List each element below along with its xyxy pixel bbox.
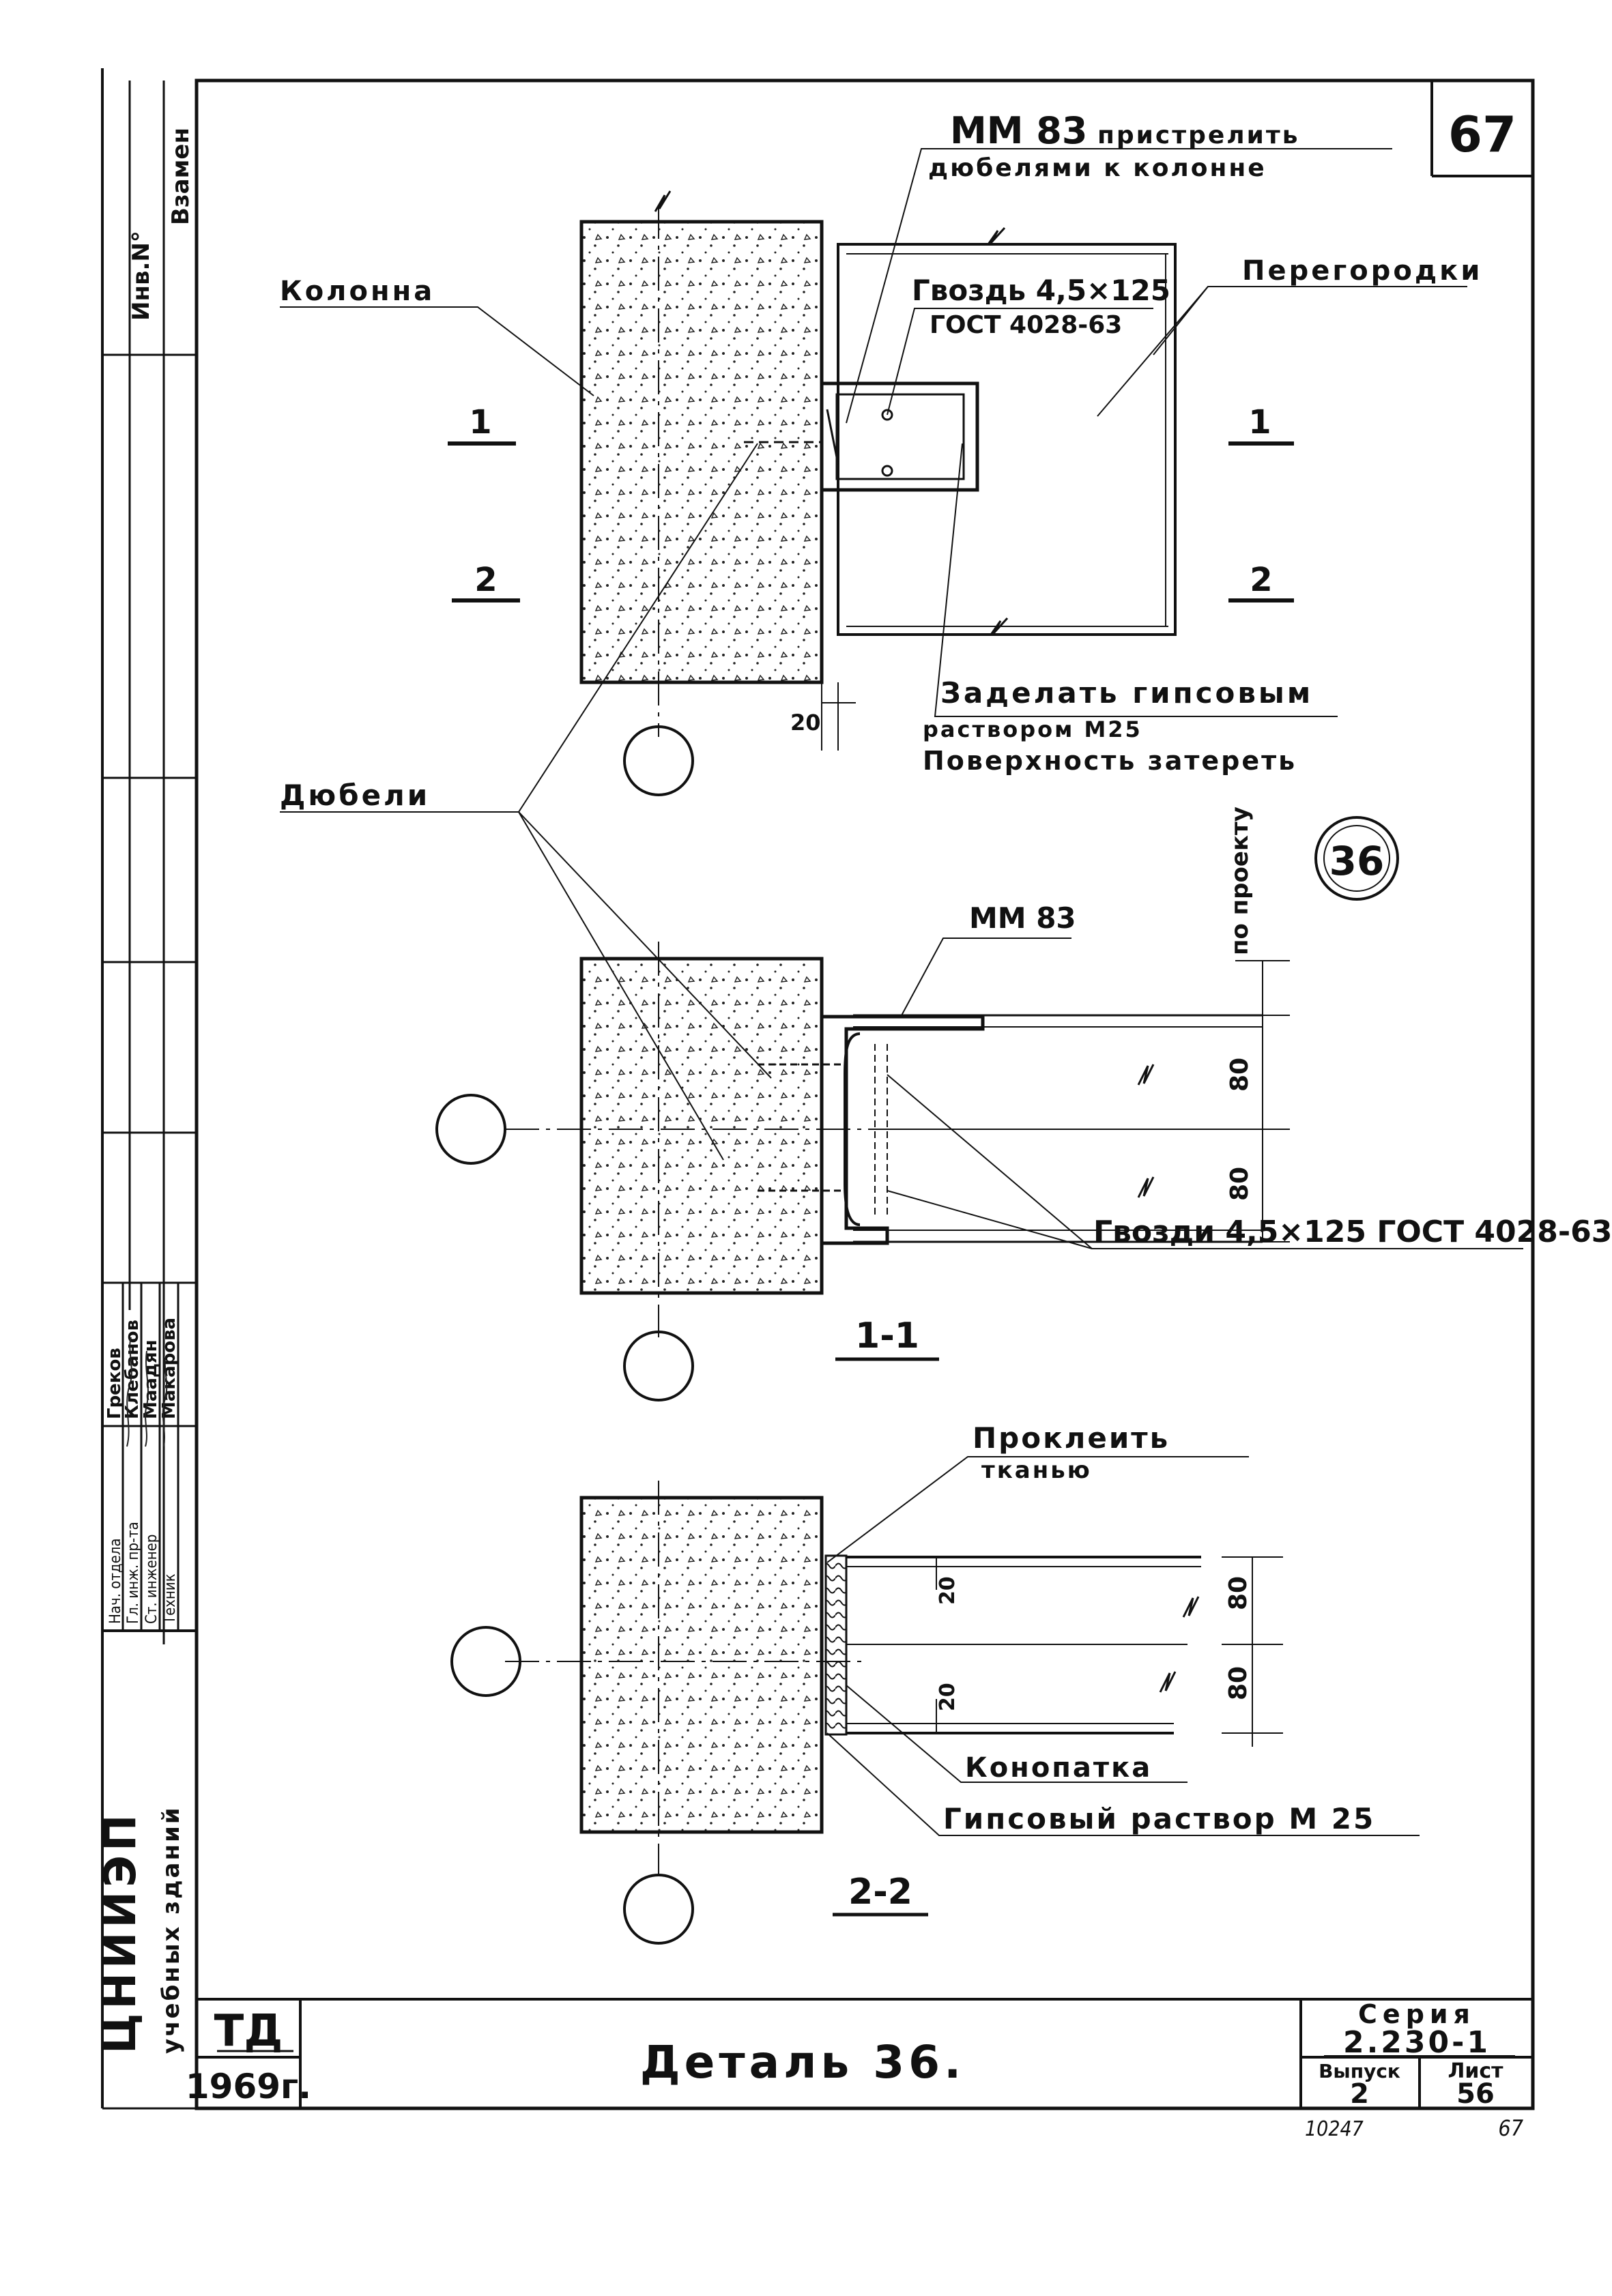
section-2-2: 20 20 80 80 Проклеить тканью Конопатка Г… <box>450 1421 1420 1945</box>
inv-no-label: Инв.N° <box>128 231 155 321</box>
dim-80-lower: 80 <box>1226 1167 1254 1201</box>
title-block: ТД 1969г. Деталь 36. Серия 2.230-1 Выпус… <box>186 1998 1533 2141</box>
section-1-1: по проекту 80 80 ММ 83 Гвозди 4,5×125 ГО… <box>435 806 1612 1401</box>
axis-circle-left <box>435 1094 506 1165</box>
signature-role: Нач. отдела <box>107 1538 124 1624</box>
section-2-title: 2-2 <box>848 1872 912 1913</box>
label-nail-2: ГОСТ 4028-63 <box>930 311 1122 339</box>
section-1-title: 1-1 <box>855 1316 919 1356</box>
section-mark-1-right: 1 <box>1248 403 1271 441</box>
dim-project: по проекту <box>1226 806 1254 955</box>
label-dowels: Дюбели <box>280 779 430 812</box>
label-caulk: Конопатка <box>965 1752 1152 1784</box>
issue-value: 2 <box>1350 2078 1369 2110</box>
plan-axis-circle <box>623 725 694 796</box>
signature-scribble <box>126 1337 168 1447</box>
dim-80-lower-2: 80 <box>1224 1666 1252 1700</box>
label-seal-3: Поверхность затереть <box>923 746 1297 776</box>
axis-circle-bottom <box>623 1331 694 1401</box>
section-mark-1-left: 1 <box>469 403 491 441</box>
plan-column <box>581 222 822 682</box>
org-title: ЦНИИЭП <box>96 1810 146 2054</box>
td-mark: ТД <box>214 2006 283 2057</box>
label-nail-1: Гвоздь 4,5×125 <box>912 274 1170 307</box>
signature-name: Клебанов <box>122 1320 143 1419</box>
detail-number: 36 <box>1329 838 1385 884</box>
issue-label: Выпуск <box>1319 2060 1400 2082</box>
series-label: Серия <box>1358 1999 1476 2029</box>
signature-name: Греков <box>104 1348 125 1419</box>
axis-circle-left-2 <box>450 1626 521 1697</box>
section-mark-2-right: 2 <box>1250 561 1272 599</box>
vzamen-label: Взамен <box>167 128 195 225</box>
label-mm83-note-2: дюбелями к колонне <box>928 154 1267 182</box>
year: 1969г. <box>186 2067 311 2106</box>
page-number-box: 67 <box>1430 81 1533 177</box>
label-mm83-section: ММ 83 <box>969 901 1076 935</box>
section-mark-2-left: 2 <box>474 561 497 599</box>
signature-role: Ст. инженер <box>143 1535 160 1624</box>
sheet-value: 56 <box>1456 2078 1495 2110</box>
label-seal-2: раствором М25 <box>923 716 1142 742</box>
label-mm83-note-1: пристрелить <box>1097 121 1299 149</box>
dim-20-lower: 20 <box>936 1683 960 1711</box>
signature-role: Гл. инж. пр-та <box>125 1522 142 1624</box>
label-mortar: Гипсовый раствор М 25 <box>943 1802 1375 1835</box>
dim-20-upper: 20 <box>936 1576 960 1605</box>
org-subtitle: учебных зданий <box>158 1805 185 2054</box>
label-glue-2: тканью <box>981 1457 1092 1484</box>
label-nails: Гвозди 4,5×125 ГОСТ 4028-63 <box>1093 1215 1612 1249</box>
detail-circle <box>1314 816 1399 901</box>
label-column: Колонна <box>280 276 435 307</box>
sheet-label: Лист <box>1448 2059 1503 2083</box>
sheet-frame <box>102 78 1535 2110</box>
label-seal-1: Заделать гипсовым <box>940 676 1313 710</box>
drawing-title: Деталь 36. <box>640 2036 965 2089</box>
sidebar: Инв.N° Взамен ЦНИИЭП учебных зданий Нач.… <box>96 68 197 2108</box>
label-mm83: ММ 83 <box>950 109 1087 152</box>
dim-80-upper: 80 <box>1226 1058 1254 1092</box>
plan-view: 20 1 2 1 2 Колонна ММ 83 пристрелить дюб… <box>280 109 1482 1161</box>
signature-name: Макарова <box>159 1318 179 1419</box>
label-glue-1: Проклеить <box>973 1421 1170 1455</box>
mm83-bracket <box>823 381 979 492</box>
dim-20: 20 <box>790 710 821 736</box>
caulking <box>824 1554 848 1736</box>
axis-circle-bottom-2 <box>623 1874 694 1945</box>
dim-80-upper-2: 80 <box>1224 1576 1252 1610</box>
series-value: 2.230-1 <box>1343 2025 1491 2060</box>
page-number: 67 <box>1448 106 1516 163</box>
partition-outline <box>837 243 1177 636</box>
code-bottom-left: 10247 <box>1305 2117 1364 2141</box>
label-partitions: Перегородки <box>1242 255 1482 287</box>
signature-role: Техник <box>162 1573 179 1625</box>
page-bottom-right: 67 <box>1498 2115 1523 2141</box>
signature-name: Маадян <box>141 1339 161 1419</box>
